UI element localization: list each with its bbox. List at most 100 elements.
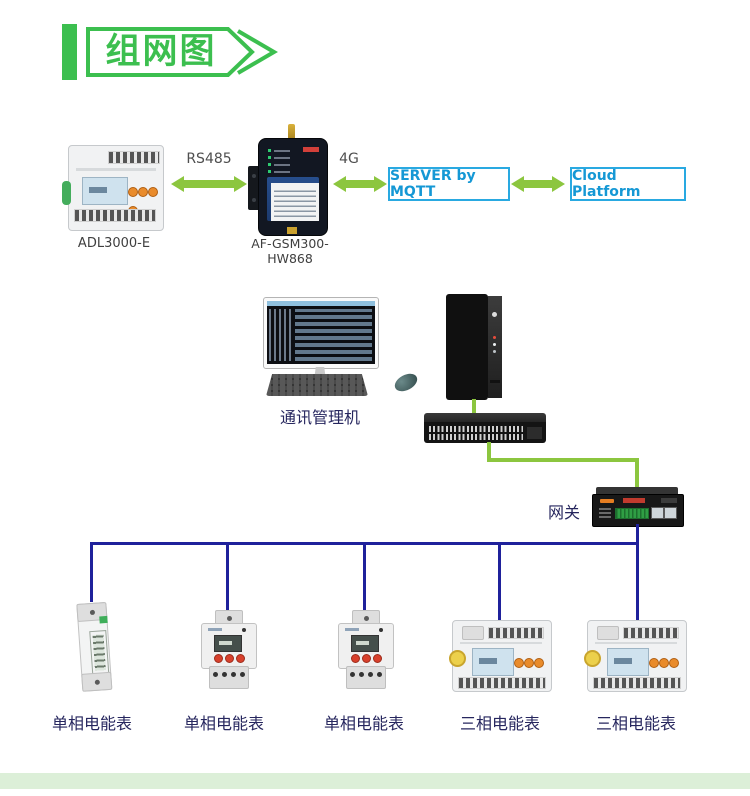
gateway-top bbox=[596, 487, 678, 496]
terminal-dot bbox=[240, 672, 245, 677]
gateway-body bbox=[592, 494, 684, 527]
drive-slot bbox=[490, 380, 500, 383]
gsm-modem-label: AF-GSM300-HW868 bbox=[251, 236, 329, 266]
meter-label-line bbox=[595, 642, 677, 644]
gsm-modem-device bbox=[246, 124, 338, 240]
rs485-label: RS485 bbox=[186, 151, 232, 167]
cloud-platform-box: Cloud Platform bbox=[570, 167, 686, 201]
line-switch-gateway-horizontal bbox=[487, 458, 639, 462]
keyboard bbox=[266, 374, 368, 396]
meter-label-5: 三相电能表 bbox=[595, 714, 676, 733]
button-dot bbox=[225, 654, 234, 663]
meter-bottom-terminals bbox=[458, 677, 546, 689]
mouse bbox=[391, 370, 421, 395]
meter-top-block bbox=[462, 626, 484, 640]
button-dot bbox=[362, 654, 371, 663]
led-white bbox=[493, 343, 496, 346]
meter-three-2 bbox=[584, 616, 687, 694]
meter-brand-line bbox=[208, 628, 222, 631]
button-dot bbox=[148, 187, 158, 197]
meter-top-block bbox=[597, 626, 619, 640]
meter-led bbox=[242, 628, 246, 632]
button-dot bbox=[373, 654, 382, 663]
meter-lcd bbox=[89, 630, 110, 676]
gateway-logo bbox=[600, 499, 614, 503]
button-dot bbox=[669, 658, 679, 668]
button-dot bbox=[236, 654, 245, 663]
button-dot bbox=[138, 187, 148, 197]
bus-drop-4 bbox=[498, 542, 501, 620]
server-mqtt-box: SERVER by MQTT bbox=[388, 167, 510, 201]
meter-label-line bbox=[460, 642, 542, 644]
meter-label-1: 单相电能表 bbox=[51, 714, 132, 733]
button-dot bbox=[351, 654, 360, 663]
monitor bbox=[263, 297, 379, 369]
adl3000-lcd bbox=[82, 177, 128, 205]
meter-single-3 bbox=[338, 610, 394, 689]
adl3000-device bbox=[62, 141, 166, 235]
meter-terminal-block bbox=[346, 666, 386, 689]
meter-buttons bbox=[214, 654, 247, 673]
gateway-dip-leds bbox=[599, 508, 611, 518]
spec-label-lines bbox=[274, 187, 316, 217]
meter-top-terminals bbox=[488, 627, 544, 639]
terminal-dot bbox=[359, 672, 364, 677]
tower-pc bbox=[446, 294, 504, 400]
mount-bracket bbox=[248, 166, 260, 210]
line-gateway-up bbox=[635, 458, 639, 489]
meter-bottom-terminals bbox=[593, 677, 681, 689]
meter-led bbox=[379, 628, 383, 632]
meter-lcd bbox=[214, 635, 242, 652]
button-dot bbox=[214, 654, 223, 663]
button-dot bbox=[649, 658, 659, 668]
meter-single-1 bbox=[68, 597, 120, 694]
gateway-label: 网关 bbox=[547, 503, 580, 522]
4g-label: 4G bbox=[339, 151, 359, 167]
bottom-connector bbox=[287, 227, 297, 234]
rs485-arrow bbox=[171, 176, 247, 192]
adl3000-top-terminals bbox=[108, 151, 160, 164]
page-title: 组网图 bbox=[105, 32, 217, 72]
brand-mark bbox=[303, 147, 319, 152]
button-dot bbox=[514, 658, 524, 668]
scada-titlebar bbox=[267, 301, 375, 306]
antenna bbox=[288, 124, 295, 140]
title-arrow-outline bbox=[86, 27, 278, 77]
terminal-dot bbox=[377, 672, 382, 677]
gsm-body bbox=[258, 138, 328, 236]
meter-seal bbox=[584, 650, 601, 667]
button-dot bbox=[524, 658, 534, 668]
button-dot bbox=[534, 658, 544, 668]
led-labels bbox=[274, 147, 290, 173]
adl3000-label-line bbox=[76, 168, 156, 171]
computer-label: 通讯管理机 bbox=[279, 408, 360, 427]
spec-label bbox=[271, 183, 319, 221]
meter-seal bbox=[449, 650, 466, 667]
ethernet-port-1 bbox=[651, 507, 664, 519]
switch-ports-row1 bbox=[429, 426, 523, 432]
meter-lcd bbox=[472, 648, 514, 676]
meter-brand-line bbox=[345, 628, 359, 631]
meter-lcd bbox=[607, 648, 649, 676]
meter-bottom-cap bbox=[81, 671, 113, 692]
button-dot bbox=[128, 187, 138, 197]
scada-table-cells bbox=[295, 309, 372, 361]
terminal-dot bbox=[222, 672, 227, 677]
button-dot bbox=[659, 658, 669, 668]
bus-drop-3 bbox=[363, 542, 366, 611]
meter-single-2 bbox=[201, 610, 257, 689]
terminal-dot bbox=[231, 672, 236, 677]
gateway-vent bbox=[661, 498, 677, 503]
server-cloud-arrow bbox=[511, 176, 565, 192]
bus-feed-from-gateway bbox=[636, 524, 639, 543]
bus-drop-1 bbox=[90, 542, 93, 602]
bus-drop-2 bbox=[226, 542, 229, 611]
4g-arrow bbox=[333, 176, 387, 192]
meter-label-2: 单相电能表 bbox=[183, 714, 264, 733]
meter-top-terminals bbox=[623, 627, 679, 639]
terminal-dot bbox=[213, 672, 218, 677]
meter-label-4: 三相电能表 bbox=[459, 714, 540, 733]
adl3000-din-clip bbox=[62, 181, 71, 205]
terminal-dot bbox=[368, 672, 373, 677]
